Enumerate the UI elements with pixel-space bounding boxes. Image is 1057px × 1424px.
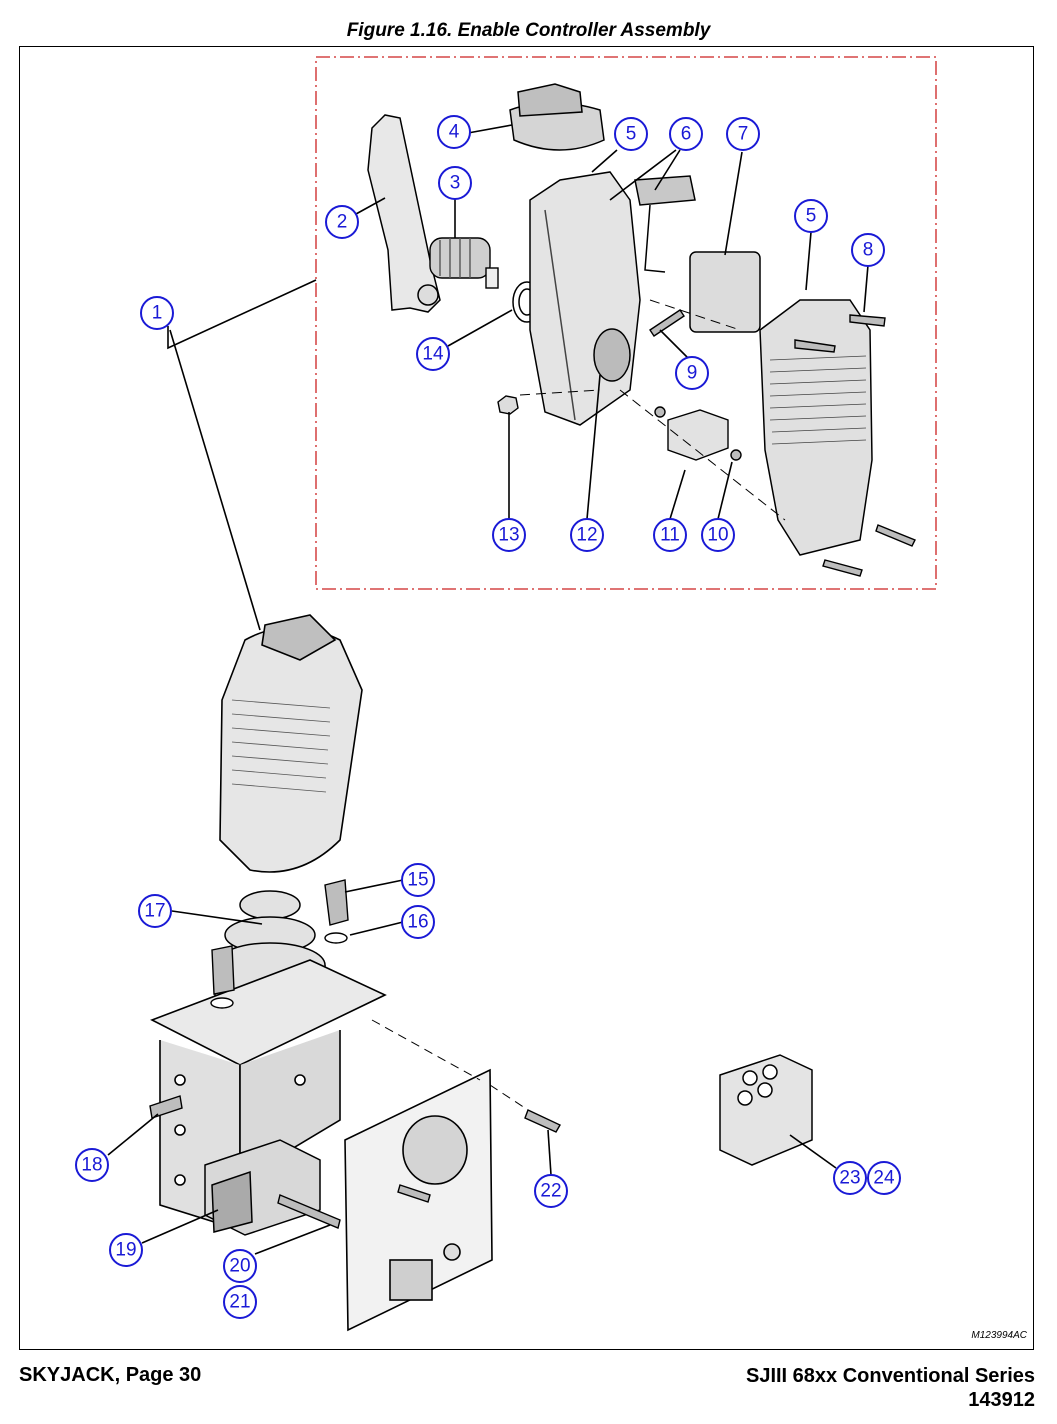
- part-knob-cap: [509, 83, 605, 151]
- callout-circle: [437, 115, 471, 149]
- callout-label: 12: [576, 525, 597, 546]
- callouts: [75, 115, 901, 1319]
- drawing-code: M123994AC: [971, 1330, 1027, 1341]
- main-dashed-guides: [371, 1019, 526, 1109]
- callout-label: 23: [839, 1168, 860, 1189]
- callout-label: 17: [144, 901, 165, 922]
- detail-dashed-guides: [519, 299, 786, 521]
- figure-title: Figure 1.16. Enable Controller Assembly: [346, 20, 711, 41]
- callout-circle: [614, 117, 648, 151]
- callout-label: 7: [738, 124, 749, 145]
- callout-label: 8: [863, 240, 874, 261]
- leader-lines: [107, 124, 869, 1255]
- callout-circle: [438, 166, 472, 200]
- callout-circle: [223, 1285, 257, 1319]
- callout-circle: [701, 518, 735, 552]
- callout-label: 5: [626, 124, 637, 145]
- footer-series: SJIII 68xx Conventional Series: [745, 1365, 1035, 1387]
- callout-label: 15: [407, 870, 428, 891]
- callout-label: 18: [81, 1155, 102, 1176]
- callout-circle: [492, 518, 526, 552]
- callout-circle: [653, 518, 687, 552]
- callout-circle: [416, 337, 450, 371]
- callout-circle: [401, 863, 435, 897]
- part-micro-switch: [634, 175, 761, 333]
- callout-circle: [726, 117, 760, 151]
- callout-label: 10: [707, 525, 728, 546]
- callout-circle: [851, 233, 885, 267]
- callout-label: 14: [422, 344, 444, 365]
- part-joystick-handle: [219, 614, 363, 873]
- callout-label: 24: [873, 1168, 895, 1189]
- callout-circle: [140, 296, 174, 330]
- callout-label: 9: [687, 363, 698, 384]
- callout-label: 6: [681, 124, 692, 145]
- callout-label: 16: [407, 912, 428, 933]
- callout-circle: [401, 905, 435, 939]
- footer-left: SKYJACK, Page 30: [19, 1364, 202, 1386]
- callout-circle: [138, 894, 172, 928]
- detail-hardware: [497, 309, 916, 577]
- callout-label: 11: [660, 525, 680, 546]
- callout-label: 1: [152, 303, 163, 324]
- callout-circle: [75, 1148, 109, 1182]
- callout-label: 3: [450, 173, 461, 194]
- part-handle-half-right: [759, 299, 873, 556]
- callout-circle: [675, 356, 709, 390]
- callout-circle: [325, 205, 359, 239]
- figure-frame: [19, 46, 1034, 1350]
- callout-label: 2: [337, 212, 348, 233]
- footer-right: SJIII 68xx Conventional Series 143912: [746, 1364, 1035, 1412]
- callout-label: 19: [115, 1240, 136, 1261]
- part-switch-plunger: [429, 237, 499, 289]
- callout-circle: [867, 1161, 901, 1195]
- callout-circle: [223, 1249, 257, 1283]
- part-base-plate: [150, 959, 387, 1232]
- main-hardware: [149, 879, 561, 1229]
- callout-circle: [570, 518, 604, 552]
- callout-circle: [833, 1161, 867, 1195]
- callout-label: 21: [229, 1292, 250, 1313]
- callout-label: 22: [540, 1181, 561, 1202]
- callout-circle: [534, 1174, 568, 1208]
- callout-circle: [109, 1233, 143, 1267]
- callout-circle: [794, 199, 828, 233]
- part-trigger: [367, 114, 441, 313]
- callout-label: 4: [449, 122, 460, 143]
- callout-label: 5: [806, 206, 817, 227]
- part-handle-half-left: [529, 171, 641, 426]
- part-connector: [719, 1054, 813, 1166]
- callout-labels: 1 2 3 4 5 6 7 5 8 9 14 13 12 11 10 15 16…: [81, 122, 895, 1313]
- callout-circle: [669, 117, 703, 151]
- part-terminal-block: [204, 1139, 321, 1236]
- part-circuit-board: [344, 1068, 493, 1332]
- callout-label: 20: [229, 1256, 250, 1277]
- footer-doc-number: 143912: [968, 1389, 1035, 1411]
- callout-label: 13: [498, 525, 519, 546]
